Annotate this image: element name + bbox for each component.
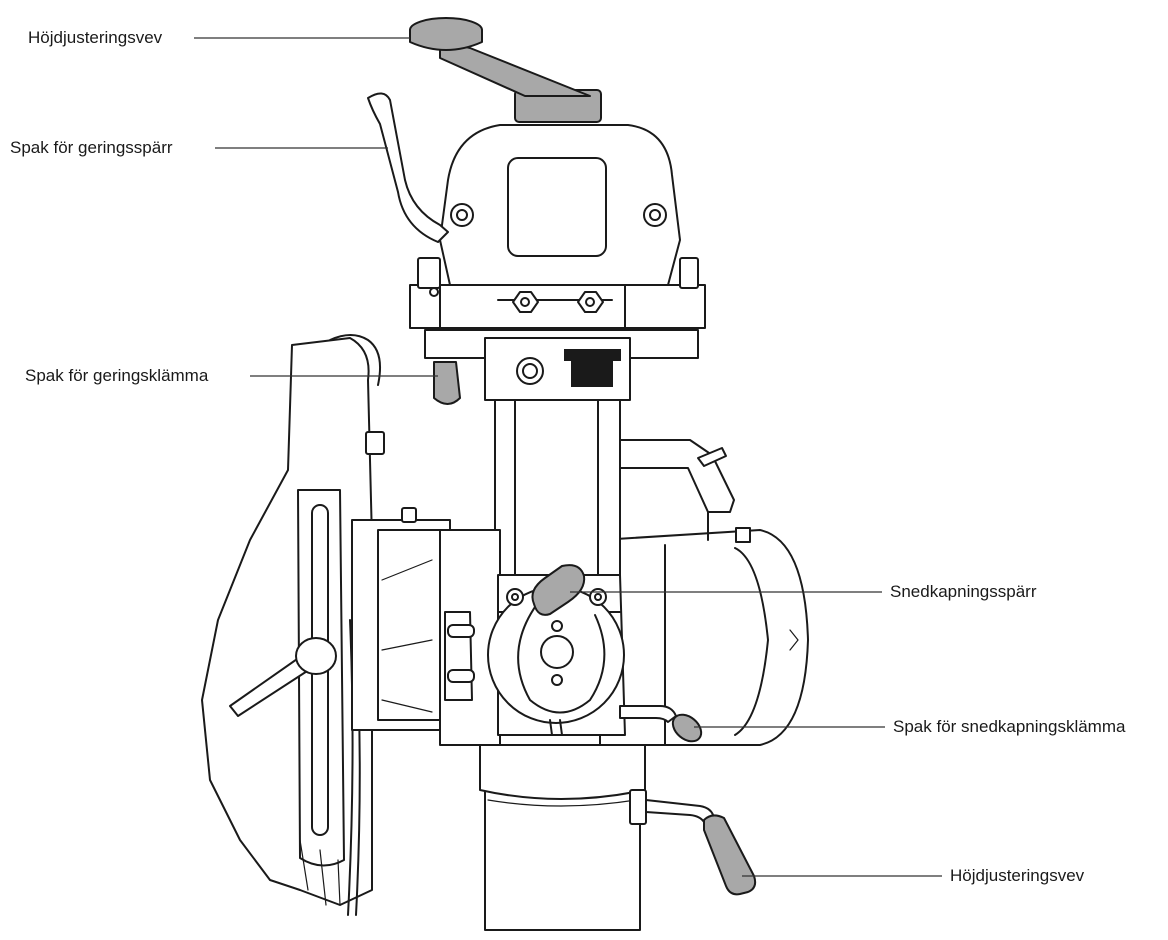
bevel-clamp-lever-part xyxy=(619,705,703,743)
label-height-crank-bottom: Höjdjusteringsvev xyxy=(950,866,1085,885)
carriage xyxy=(409,257,706,401)
leader-lines xyxy=(194,37,942,877)
label-miter-lock-lever: Spak för geringsspärr xyxy=(10,138,173,157)
miter-lock-lever-part xyxy=(367,92,449,243)
yoke-arm xyxy=(494,397,621,591)
label-miter-clamp-lever: Spak för geringsklämma xyxy=(25,366,209,385)
label-height-crank-top: Höjdjusteringsvev xyxy=(28,28,163,47)
motor xyxy=(599,527,809,746)
miter-clamp-lever-part xyxy=(433,361,461,405)
bevel-assembly xyxy=(487,564,626,736)
blade-guard xyxy=(201,334,385,916)
column xyxy=(479,734,646,931)
height-crank-bottom-part xyxy=(629,789,757,896)
label-bevel-clamp-lever: Spak för snedkapningsklämma xyxy=(893,717,1126,736)
head-housing xyxy=(439,124,681,286)
arbor-housing xyxy=(351,507,691,746)
height-crank-top-part xyxy=(409,17,602,123)
rear-bracket xyxy=(617,439,735,541)
label-bevel-lock: Snedkapningsspärr xyxy=(890,582,1037,601)
